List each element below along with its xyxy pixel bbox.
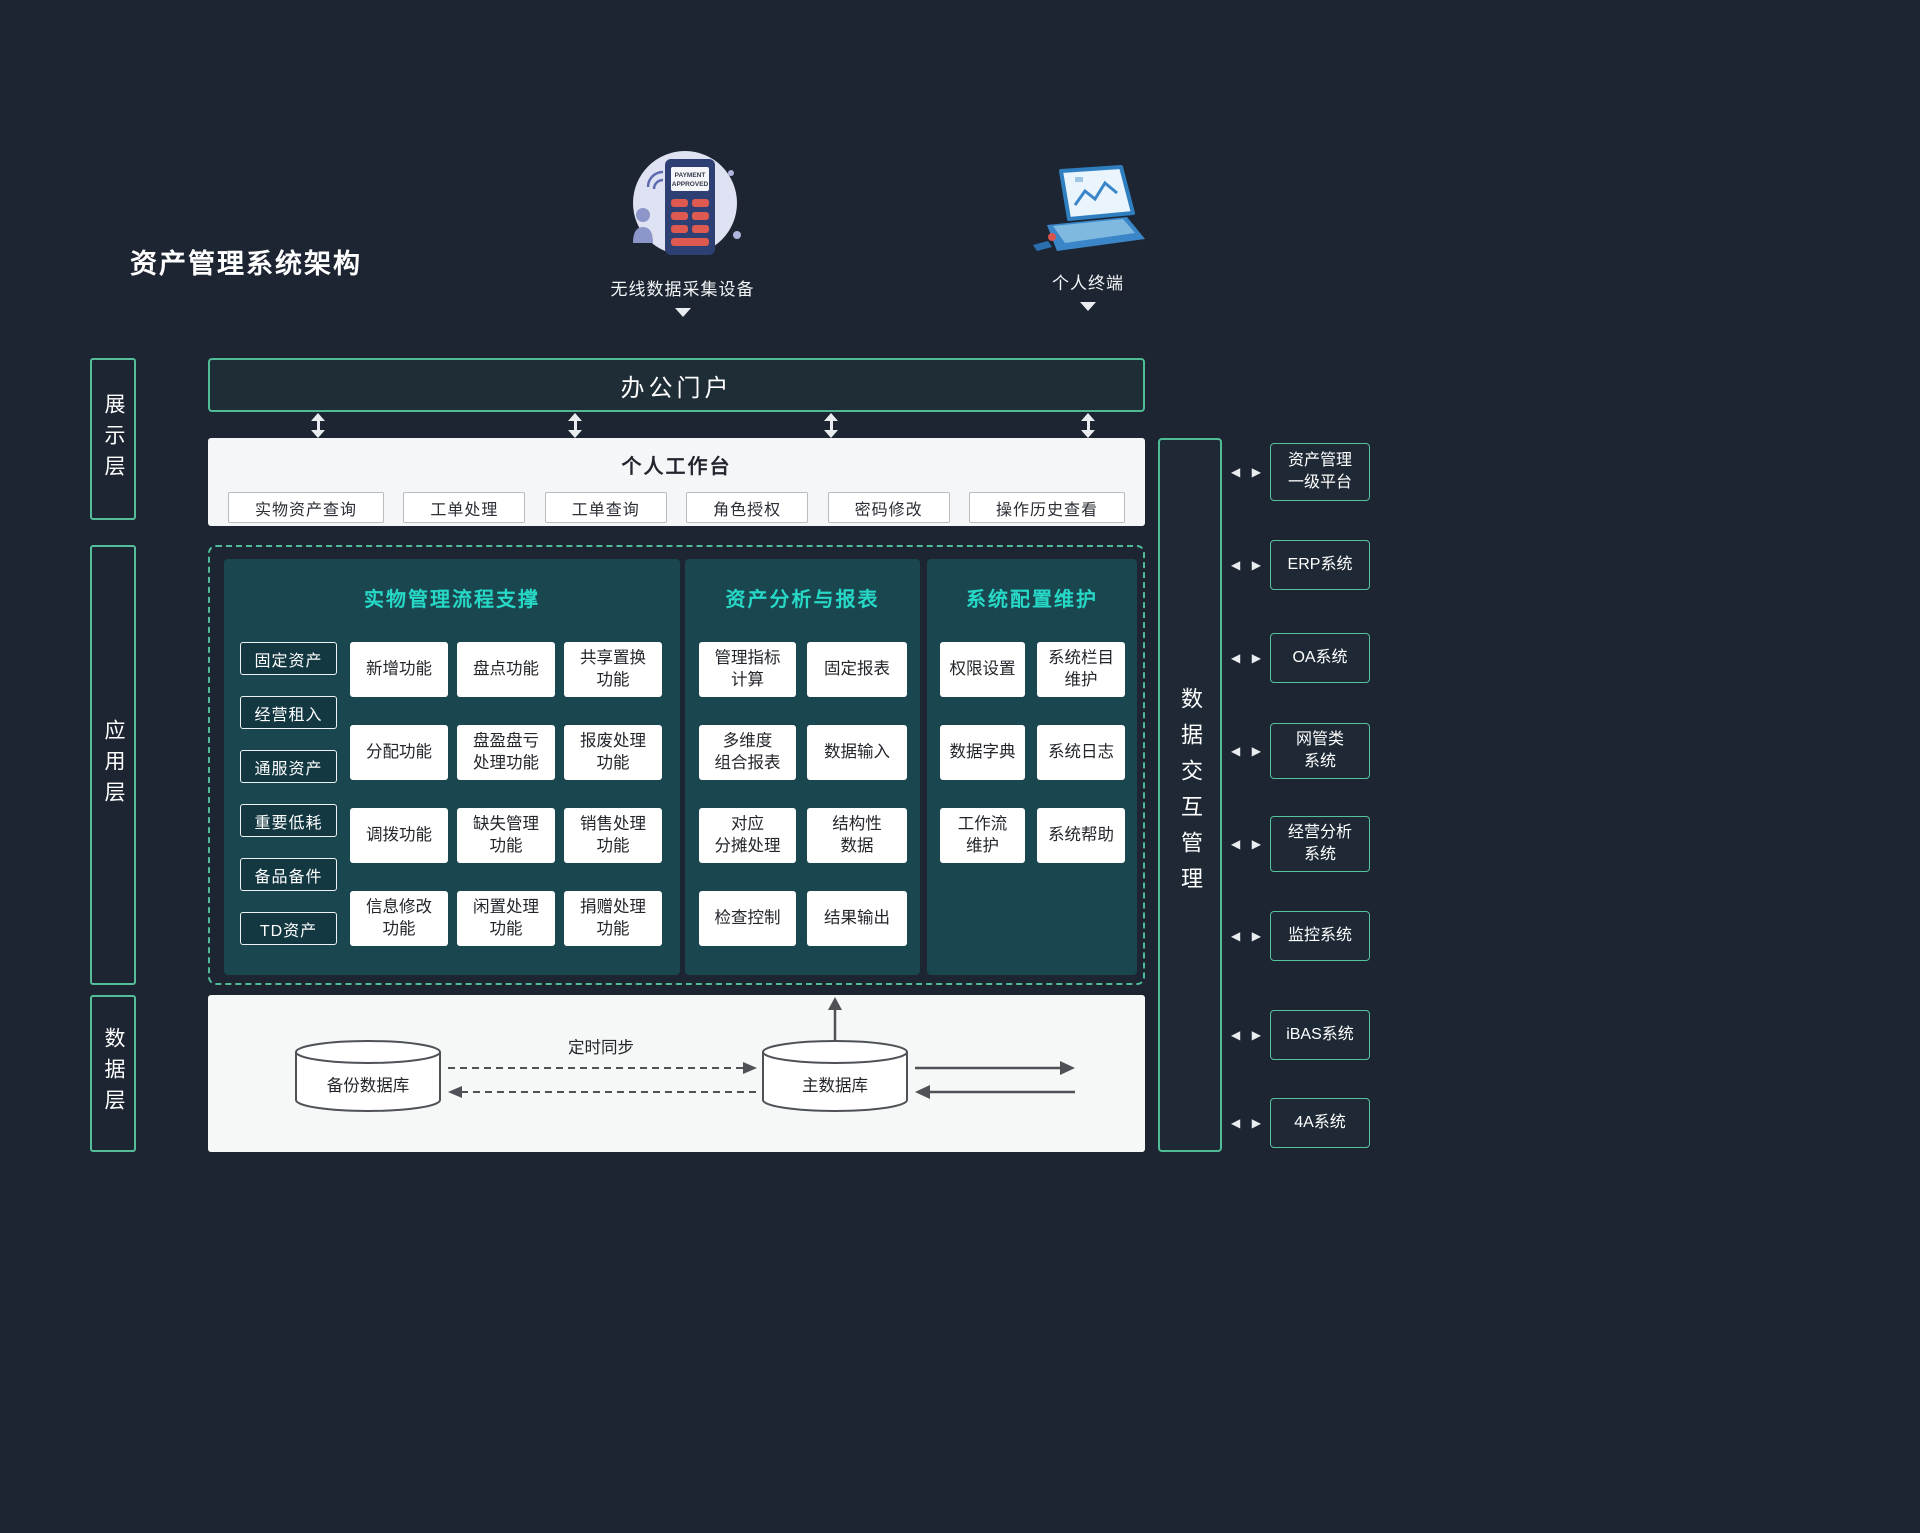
workbench-item-asset-query: 实物资产查询 [228, 492, 385, 523]
function-box: 新增功能 [350, 642, 448, 697]
function-box: 系统栏目 维护 [1037, 642, 1125, 697]
workbench-item-password-change: 密码修改 [827, 492, 950, 523]
function-box: 销售处理 功能 [564, 808, 662, 863]
workbench-item-workorder-query: 工单查询 [544, 492, 667, 523]
function-box: 工作流 维护 [940, 808, 1025, 863]
external-system-monitoring: 监控系统 [1270, 911, 1370, 961]
function-box: 系统日志 [1037, 725, 1125, 780]
function-box: 缺失管理 功能 [457, 808, 555, 863]
exchange-arrows-icon: ◀▶ [1231, 837, 1261, 851]
data-exchange-bar: 数据交互管理 [1158, 438, 1222, 1152]
function-grid: 权限设置 系统栏目 维护 数据字典 系统日志 工作流 维护 系统帮助 [940, 642, 1125, 863]
down-pointer-icon [1080, 302, 1096, 311]
function-box: 数据字典 [940, 725, 1025, 780]
function-box: 对应 分摊处理 [699, 808, 796, 863]
external-system-network-mgmt: 网管类 系统 [1270, 723, 1370, 779]
panel-system-config: 系统配置维护 权限设置 系统栏目 维护 数据字典 系统日志 工作流 维护 系统帮… [927, 559, 1137, 975]
workbench-item-workorder-handle: 工单处理 [403, 492, 526, 523]
backup-db-label: 备份数据库 [327, 1076, 410, 1095]
database-sync-graphic: 备份数据库 主数据库 定时同步 [295, 997, 1075, 1112]
main-db-label: 主数据库 [802, 1076, 868, 1095]
function-box: 结果输出 [807, 891, 907, 946]
function-box: 结构性 数据 [807, 808, 907, 863]
left-arrowhead-icon [915, 1085, 930, 1099]
updown-arrow-icon [1080, 413, 1096, 438]
function-box: 调拨功能 [350, 808, 448, 863]
workbench-button-row: 实物资产查询 工单处理 工单查询 角色授权 密码修改 操作历史查看 [208, 492, 1145, 523]
workbench-item-history-view: 操作历史查看 [968, 492, 1125, 523]
exchange-arrows-icon: ◀▶ [1231, 651, 1261, 665]
function-box: 检查控制 [699, 891, 796, 946]
category-box: 通服资产 [240, 750, 337, 783]
category-box: 重要低耗 [240, 804, 337, 837]
function-box: 权限设置 [940, 642, 1025, 697]
sync-label: 定时同步 [568, 1038, 634, 1057]
updown-arrow-icon [310, 413, 326, 438]
external-system-ibas: iBAS系统 [1270, 1010, 1370, 1060]
panel-physical-management: 实物管理流程支撑 固定资产 经营租入 通服资产 重要低耗 备品备件 TD资产 新… [224, 559, 680, 975]
layer-label-data: 数据层 [90, 995, 136, 1152]
panel-asset-analysis: 资产分析与报表 管理指标 计算 固定报表 多维度 组合报表 数据输入 对应 分摊… [685, 559, 920, 975]
laptop-icon [1033, 165, 1145, 251]
function-box: 盘盈盘亏 处理功能 [457, 725, 555, 780]
function-box: 信息修改 功能 [350, 891, 448, 946]
category-box: 固定资产 [240, 642, 337, 675]
right-arrowhead-icon [1060, 1061, 1075, 1075]
function-box: 分配功能 [350, 725, 448, 780]
function-box: 系统帮助 [1037, 808, 1125, 863]
exchange-arrows-icon: ◀▶ [1231, 1028, 1261, 1042]
down-pointer-icon [674, 308, 691, 317]
panel-title: 系统配置维护 [966, 589, 1098, 611]
function-box: 闲置处理 功能 [457, 891, 555, 946]
updown-arrow-icon [823, 413, 839, 438]
app-layer-container: 实物管理流程支撑 固定资产 经营租入 通服资产 重要低耗 备品备件 TD资产 新… [208, 545, 1145, 985]
exchange-arrows-icon: ◀▶ [1231, 465, 1261, 479]
exchange-arrows-icon: ◀▶ [1231, 929, 1261, 943]
external-system-business-analysis: 经营分析 系统 [1270, 816, 1370, 872]
left-arrowhead-icon [448, 1086, 462, 1098]
pos-terminal-icon: PAYMENT APPROVED [632, 151, 741, 255]
category-box: 经营租入 [240, 696, 337, 729]
function-box: 捐赠处理 功能 [564, 891, 662, 946]
exchange-arrows-icon: ◀▶ [1231, 744, 1261, 758]
external-system-asset-platform: 资产管理 一级平台 [1270, 443, 1370, 501]
category-box: TD资产 [240, 912, 337, 945]
external-system-erp: ERP系统 [1270, 540, 1370, 590]
updown-arrow-icon [567, 413, 583, 438]
function-grid: 管理指标 计算 固定报表 多维度 组合报表 数据输入 对应 分摊处理 结构性 数… [699, 642, 907, 946]
function-box: 多维度 组合报表 [699, 725, 796, 780]
workbench-item-role-auth: 角色授权 [686, 492, 809, 523]
workbench-panel: 个人工作台 实物资产查询 工单处理 工单查询 角色授权 密码修改 操作历史查看 [208, 438, 1145, 526]
page-title: 资产管理系统架构 [130, 249, 362, 279]
pos-screen-line1: PAYMENT [674, 172, 705, 179]
right-arrowhead-icon [743, 1062, 757, 1074]
layer-label-application: 应用层 [90, 545, 136, 985]
up-arrowhead-icon [828, 997, 842, 1010]
function-box: 数据输入 [807, 725, 907, 780]
exchange-arrows-icon: ◀▶ [1231, 558, 1261, 572]
wireless-collector-label: 无线数据采集设备 [610, 280, 755, 299]
function-grid: 新增功能 盘点功能 共享置换 功能 分配功能 盘盈盘亏 处理功能 报废处理 功能… [350, 642, 662, 946]
data-layer-panel: 备份数据库 主数据库 定时同步 [208, 995, 1145, 1152]
device-wireless-collector: PAYMENT APPROVED 无线数据采集设备 [595, 145, 770, 317]
workbench-title: 个人工作台 [621, 456, 732, 478]
function-box: 报废处理 功能 [564, 725, 662, 780]
function-box: 盘点功能 [457, 642, 555, 697]
panel-title: 资产分析与报表 [725, 589, 880, 611]
pos-screen-line2: APPROVED [671, 181, 708, 188]
exchange-arrows-icon: ◀▶ [1231, 1116, 1261, 1130]
personal-terminal-label: 个人终端 [1052, 274, 1124, 293]
external-system-4a: 4A系统 [1270, 1098, 1370, 1148]
office-portal-box: 办公门户 [208, 358, 1145, 412]
function-box: 管理指标 计算 [699, 642, 796, 697]
category-box: 备品备件 [240, 858, 337, 891]
function-box: 共享置换 功能 [564, 642, 662, 697]
layer-label-display: 展示层 [90, 358, 136, 520]
device-personal-terminal: 个人终端 [1008, 165, 1168, 311]
external-system-oa: OA系统 [1270, 633, 1370, 683]
panel-title: 实物管理流程支撑 [364, 589, 540, 611]
asset-category-column: 固定资产 经营租入 通服资产 重要低耗 备品备件 TD资产 [240, 642, 337, 945]
function-box: 固定报表 [807, 642, 907, 697]
